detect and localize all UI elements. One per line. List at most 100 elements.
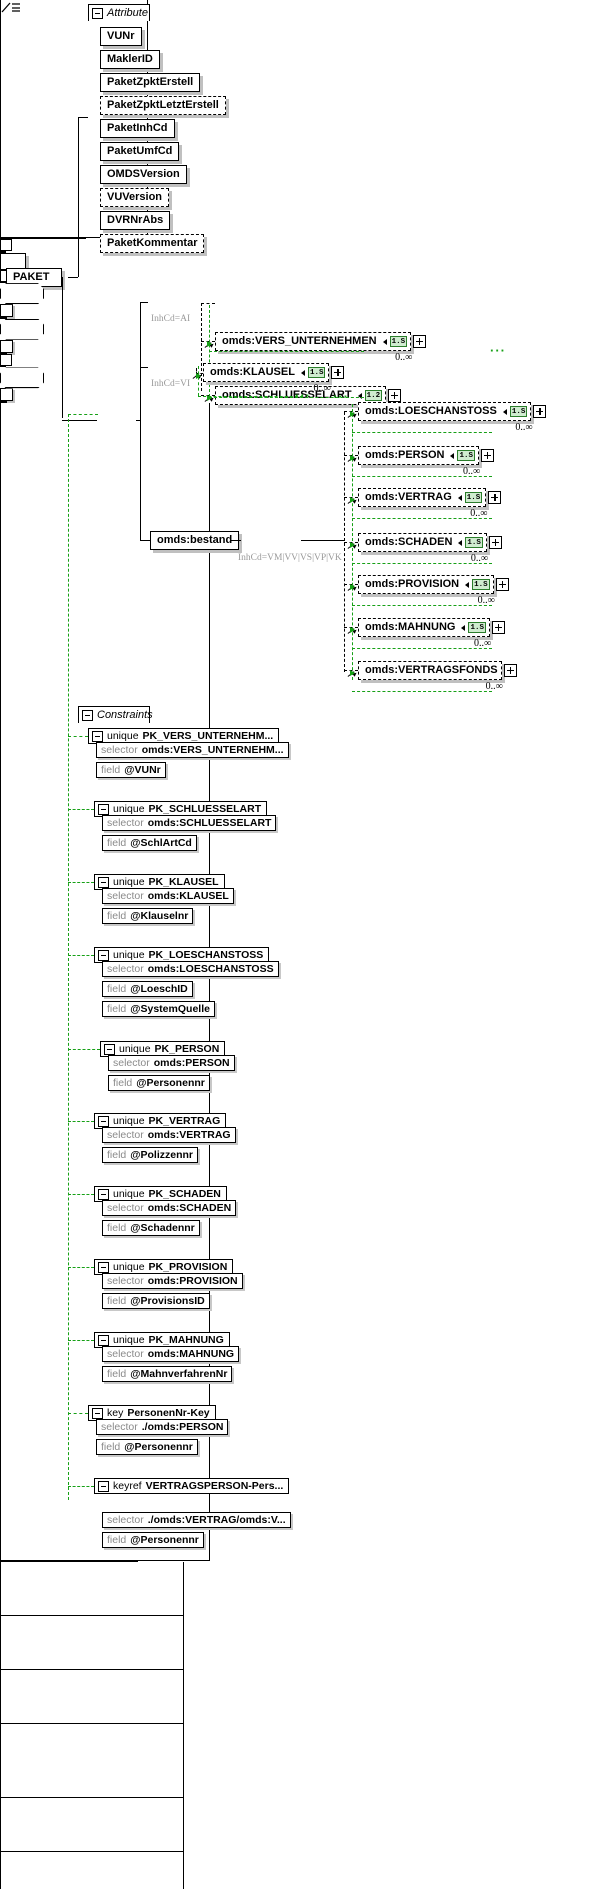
element-expand-icon[interactable] (488, 536, 502, 549)
constraint-row[interactable]: field@Klauselnr (102, 908, 194, 924)
scope-arrow-icon (350, 497, 355, 503)
constraint-row[interactable]: field@Personennr (108, 1075, 210, 1091)
collapse-icon[interactable] (92, 730, 103, 742)
collapse-icon[interactable] (98, 876, 109, 888)
constraint-row[interactable]: field@Personennr (102, 1532, 204, 1548)
sequence-ai[interactable] (0, 283, 44, 305)
attribute-node[interactable]: DVRNrAbs (100, 211, 171, 230)
attribute-node[interactable]: OMDSVersion (100, 165, 187, 184)
collapse-icon[interactable] (98, 1188, 109, 1200)
paket-collapse-icon[interactable] (0, 239, 12, 252)
attribute-label: PaketInhCd (107, 122, 168, 134)
constraint-row[interactable]: field@VUNr (96, 762, 166, 778)
connector-line (136, 420, 140, 422)
sequence-vi-collapse-icon[interactable] (0, 339, 13, 353)
collapse-icon[interactable] (104, 1043, 115, 1055)
choice-collapse-icon-minus (0, 281, 6, 284)
constraint-row-value: omds:VERTRAG (147, 1129, 231, 1141)
collapse-icon[interactable] (98, 1261, 109, 1273)
collapse-icon[interactable] (98, 1480, 109, 1492)
attribute-group-tab[interactable]: Attribute (88, 4, 150, 21)
element-omds-vertragsfonds[interactable]: omds:VERTRAGSFONDS (358, 661, 502, 680)
collapse-icon[interactable] (82, 709, 93, 721)
attribute-node[interactable]: PaketZpktLetztErstell (100, 96, 226, 115)
element-omds-schaden[interactable]: omds:SCHADEN 1.S (358, 533, 487, 552)
scope-line-green (352, 648, 492, 649)
attribute-node[interactable]: PaketInhCd (100, 119, 175, 138)
attribute-node[interactable]: VUNr (100, 27, 142, 46)
constraint-row[interactable]: field@Polizzennr (102, 1147, 199, 1163)
collapse-icon[interactable] (98, 1115, 109, 1127)
attribute-node[interactable]: PaketZpktErstell (100, 73, 201, 92)
type-badge: 1.S (468, 622, 486, 633)
constraint-row[interactable]: field@MahnverfahrenNr (102, 1366, 233, 1382)
sequence-bestand[interactable] (0, 367, 44, 389)
collapse-icon[interactable] (92, 1407, 103, 1419)
element-expand-icon[interactable] (488, 491, 502, 504)
element-label: omds:SCHADEN (365, 536, 453, 548)
constraint-row[interactable]: selector./omds:PERSON (96, 1419, 229, 1435)
element-omds-bestand[interactable]: omds:bestand (150, 531, 240, 550)
constraint-row[interactable]: field@LoeschID (102, 981, 193, 997)
constraint-row[interactable]: field@ProvisionsID (102, 1293, 210, 1309)
collapse-icon[interactable] (98, 803, 109, 815)
type-badge: 1.S (465, 537, 483, 548)
element-expand-icon[interactable] (495, 578, 509, 591)
element-expand-icon[interactable] (533, 405, 547, 418)
constraint-kind: key (107, 1407, 124, 1419)
element-expand-icon[interactable] (388, 389, 402, 402)
constraint-row-keyword: selector (107, 1514, 144, 1526)
constraints-group-tab[interactable]: Constraints (78, 706, 153, 723)
sequence-ai-collapse-icon[interactable] (0, 304, 13, 318)
sequence-bestand-collapse-icon[interactable] (0, 388, 13, 402)
root-element-paket[interactable]: PAKET (6, 268, 62, 287)
element-expand-icon[interactable] (413, 335, 427, 348)
collapse-icon[interactable] (98, 1334, 109, 1346)
attribute-group-title: Attribute (107, 7, 148, 19)
constraint-row[interactable]: field@SchlArtCd (102, 835, 197, 851)
constraint-row[interactable]: field@Personennr (96, 1439, 198, 1455)
attribute-node[interactable]: MaklerID (100, 50, 160, 69)
element-expand-icon[interactable] (331, 366, 345, 379)
scope-arrow-icon (350, 542, 355, 548)
bestand-collapse-icon[interactable] (0, 354, 12, 367)
collapse-icon[interactable] (92, 7, 103, 19)
constraint-row-keyword: selector (101, 1421, 138, 1433)
attribute-node[interactable]: PaketKommentar (100, 234, 205, 253)
constraint-row-keyword: selector (107, 1348, 144, 1360)
constraint-row[interactable]: field@Schadennr (102, 1220, 200, 1236)
element-expand-icon[interactable] (503, 664, 517, 677)
type-badge: 1.S (389, 336, 408, 347)
element-expand-icon[interactable] (480, 449, 494, 462)
constraint-block-frame (0, 1616, 184, 1671)
element-expand-icon[interactable] (491, 621, 505, 634)
collapse-icon[interactable] (98, 949, 109, 961)
constraint-row[interactable]: field@SystemQuelle (102, 1001, 215, 1017)
sequence-vi[interactable] (0, 318, 44, 340)
attribute-node[interactable]: PaketUmfCd (100, 142, 180, 161)
attribute-node[interactable]: VUVersion (100, 188, 170, 207)
constraint-row[interactable]: selector./omds:VERTRAG/omds:V... (102, 1512, 291, 1528)
